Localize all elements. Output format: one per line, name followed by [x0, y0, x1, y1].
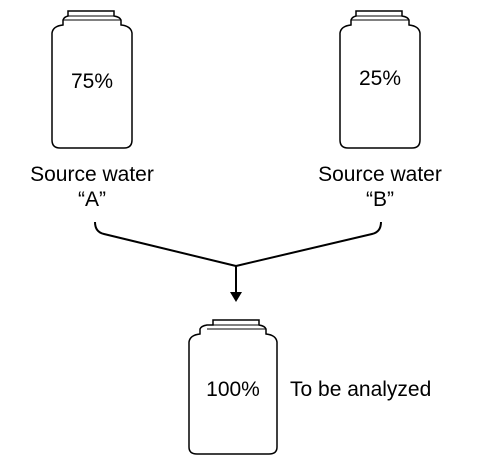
container-b-name: “B” — [366, 188, 394, 211]
container-a-name: “A” — [78, 188, 106, 211]
connector-from-a — [94, 221, 237, 267]
connector-from-b — [235, 221, 382, 267]
container-mix: 100% — [188, 319, 278, 455]
container-b-label: Source water — [318, 163, 442, 186]
container-b-percent: 25% — [359, 67, 401, 90]
container-a-label: Source water — [30, 163, 154, 186]
container-a: 75% — [51, 10, 133, 149]
mixing-connector — [94, 221, 382, 302]
container-a-percent: 75% — [71, 70, 113, 93]
container-mix-percent: 100% — [206, 378, 260, 401]
arrow-down-icon — [230, 292, 242, 302]
analysis-caption: To be analyzed — [290, 378, 431, 401]
container-b: 25% — [339, 10, 421, 149]
